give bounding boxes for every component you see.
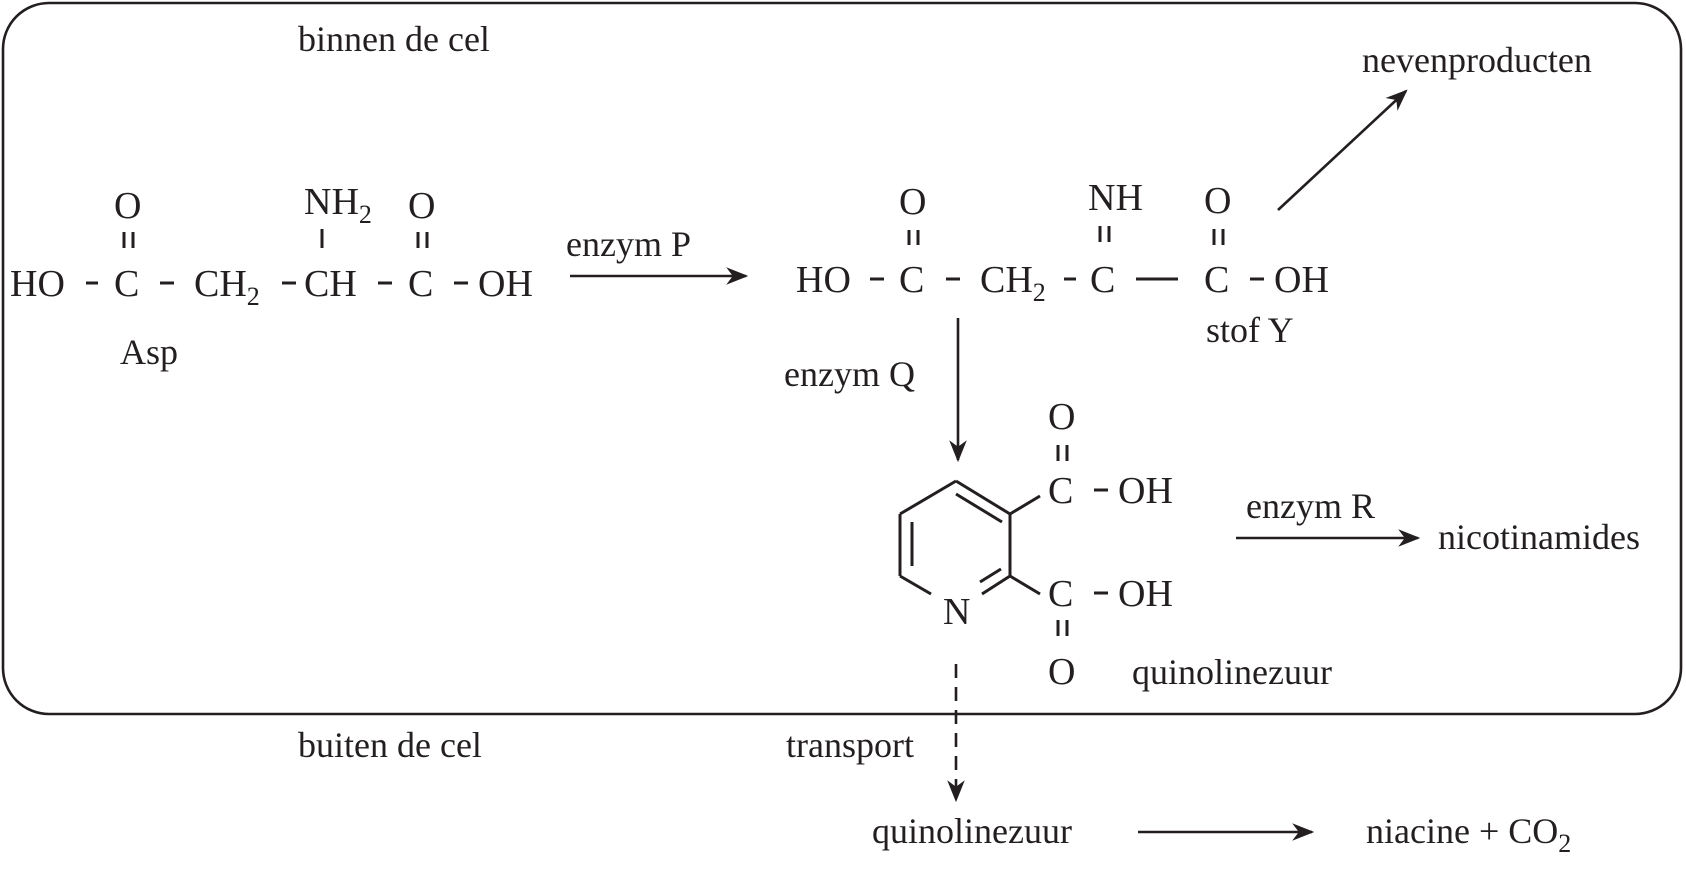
bond xyxy=(1009,574,1041,596)
quinolinic-outside-label: quinolinezuur xyxy=(872,811,1072,851)
asp-ho: HO xyxy=(10,263,65,305)
asp-oh: OH xyxy=(478,263,533,305)
stofy-c1: C xyxy=(899,259,924,301)
asp-c2: C xyxy=(408,263,433,305)
ring-bond xyxy=(955,492,1003,524)
inside-cell-label: binnen de cel xyxy=(298,19,490,59)
stofy-c2: C xyxy=(1090,259,1115,301)
asp-name: Asp xyxy=(120,332,178,372)
cooh-bottom-c: C xyxy=(1048,573,1073,615)
asp-nh2: NH2 xyxy=(304,181,372,229)
asp-ch: CH xyxy=(304,263,357,305)
asp-o1: O xyxy=(114,185,141,227)
ring-bond xyxy=(955,479,1011,516)
byproducts-label: nevenproducten xyxy=(1362,40,1592,80)
enzyme-r-label: enzym R xyxy=(1246,486,1375,526)
stofy-nh: NH xyxy=(1088,177,1143,219)
asp-o2: O xyxy=(408,185,435,227)
cooh-top-o: O xyxy=(1048,396,1075,438)
stofy-name: stof Y xyxy=(1206,310,1294,350)
cooh-top-c: C xyxy=(1048,470,1073,512)
ring-bond xyxy=(981,574,1011,596)
arrow-byproducts xyxy=(1277,89,1408,211)
transport-label: transport xyxy=(786,725,914,765)
molecule-quinolinic-acid: N C OH O C OH O quinolinezuur xyxy=(898,396,1332,693)
niacine-co2-label: niacine + CO2 xyxy=(1366,811,1571,858)
asp-ch2: CH2 xyxy=(194,263,260,311)
stofy-ch2: CH2 xyxy=(980,259,1046,307)
nicotinamides-label: nicotinamides xyxy=(1438,517,1640,557)
enzyme-q-label: enzym Q xyxy=(784,354,915,394)
ring-bond xyxy=(899,574,932,596)
stofy-o1: O xyxy=(899,181,926,223)
enzyme-p-label: enzym P xyxy=(566,224,691,264)
stofy-oh: OH xyxy=(1274,259,1329,301)
molecule-stof-y: HO C CH2 C C OH O NH O stof Y xyxy=(796,177,1329,350)
bond xyxy=(1009,494,1041,516)
stofy-o3: O xyxy=(1204,180,1231,222)
ring-bond xyxy=(979,567,1002,584)
asp-c1: C xyxy=(114,263,139,305)
ring-n: N xyxy=(943,591,970,633)
cooh-bottom-o: O xyxy=(1048,651,1075,693)
stofy-c3: C xyxy=(1204,259,1229,301)
quinolinic-inside-label: quinolinezuur xyxy=(1132,652,1332,692)
stofy-ho: HO xyxy=(796,259,851,301)
outside-cell-label: buiten de cel xyxy=(298,725,482,765)
cell-membrane xyxy=(1,1,1683,716)
cooh-top-oh: OH xyxy=(1118,470,1173,512)
ring-bond xyxy=(899,479,957,516)
cooh-bottom-oh: OH xyxy=(1118,573,1173,615)
molecule-asp: HO C CH2 CH C OH O NH2 O Asp xyxy=(10,181,533,372)
